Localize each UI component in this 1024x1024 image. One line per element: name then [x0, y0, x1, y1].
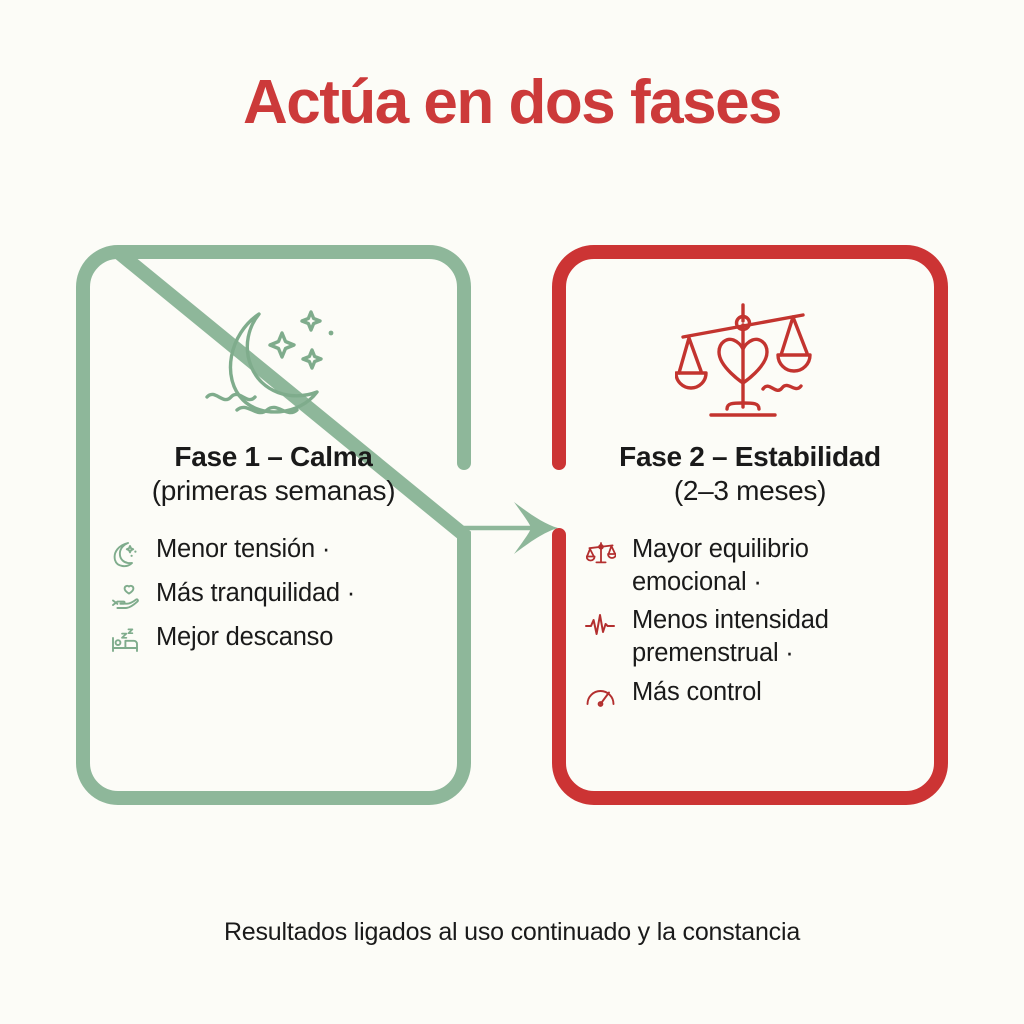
list-item: Mayor equilibrio emocional ·: [584, 533, 934, 598]
phase-2-subtitle: (2–3 meses): [673, 475, 827, 506]
footer-note: Resultados ligados al uso continuado y l…: [223, 918, 801, 946]
phase-2-title: Fase 2 – Estabilidad: [619, 441, 881, 472]
hand-heart-icon: [108, 581, 142, 615]
moon-stars-icon: [108, 537, 142, 571]
heartbeat-pulse-icon: [584, 608, 618, 642]
list-item-label: Menor tensión ·: [156, 535, 331, 563]
list-item: Mejor descanso: [108, 621, 457, 659]
list-item: Más control: [584, 676, 934, 714]
list-item: Menor tensión ·: [108, 533, 457, 571]
bed-sleep-icon: [108, 625, 142, 659]
phase-1-card: Fase 1 – Calma (primeras semanas) Menor …: [76, 244, 471, 805]
list-item-label: Más tranquilidad ·: [156, 579, 356, 607]
balance-scale-icon: [584, 537, 618, 571]
list-item: Más tranquilidad ·: [108, 577, 457, 615]
balance-scale-heart-icon: [675, 297, 825, 427]
phase-transition-arrow: [451, 498, 572, 558]
phase-1-title: Fase 1 – Calma: [174, 441, 373, 472]
list-item: Menos intensidad premenstrual ·: [584, 604, 934, 669]
phase-1-benefit-list: Menor tensión · Más tranquilidad ·: [76, 533, 471, 659]
list-item-label: Menos intensidad premenstrual ·: [632, 606, 829, 667]
phase-2-benefit-list: Mayor equilibrio emocional · Menos inten…: [552, 533, 948, 714]
phase-2-card: Fase 2 – Estabilidad (2–3 meses): [552, 245, 948, 805]
phase-1-subtitle: (primeras semanas): [151, 475, 396, 506]
page-title: Actúa en dos fases: [242, 68, 783, 137]
list-item-label: Mayor equilibrio emocional ·: [632, 535, 809, 596]
crescent-moon-stars-icon: [199, 297, 349, 427]
list-item-label: Más control: [632, 677, 762, 706]
gauge-icon: [584, 680, 618, 714]
list-item-label: Mejor descanso: [156, 623, 334, 651]
